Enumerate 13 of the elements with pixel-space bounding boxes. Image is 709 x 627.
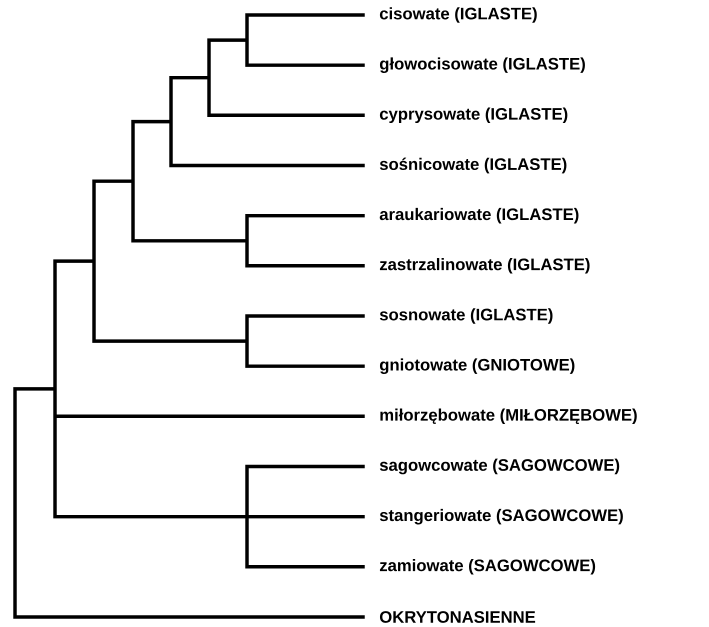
taxon-label: stangeriowate (SAGOWCOWE) <box>380 508 623 524</box>
taxon-label: cyprysowate (IGLASTE) <box>380 108 568 124</box>
taxon-label: OKRYTONASIENNE <box>380 611 536 623</box>
taxon-label: sagowcowate (SAGOWCOWE) <box>380 458 620 474</box>
taxon-label: głowocisowate (IGLASTE) <box>380 57 585 73</box>
taxon-label: miłorzębowate (MIŁORZĘBOWE) <box>380 408 637 424</box>
taxon-label: araukariowate (IGLASTE) <box>380 208 578 224</box>
taxon-label: zastrzalinowate (IGLASTE) <box>380 258 590 274</box>
taxon-label: sośnicowate (IGLASTE) <box>380 158 566 174</box>
taxon-label: gniotowate (GNIOTOWE) <box>380 358 574 374</box>
taxon-label: zamiowate (SAGOWCOWE) <box>380 559 596 575</box>
taxon-label: sosnowate (IGLASTE) <box>380 308 553 324</box>
taxon-label: cisowate (IGLASTE) <box>380 7 537 23</box>
